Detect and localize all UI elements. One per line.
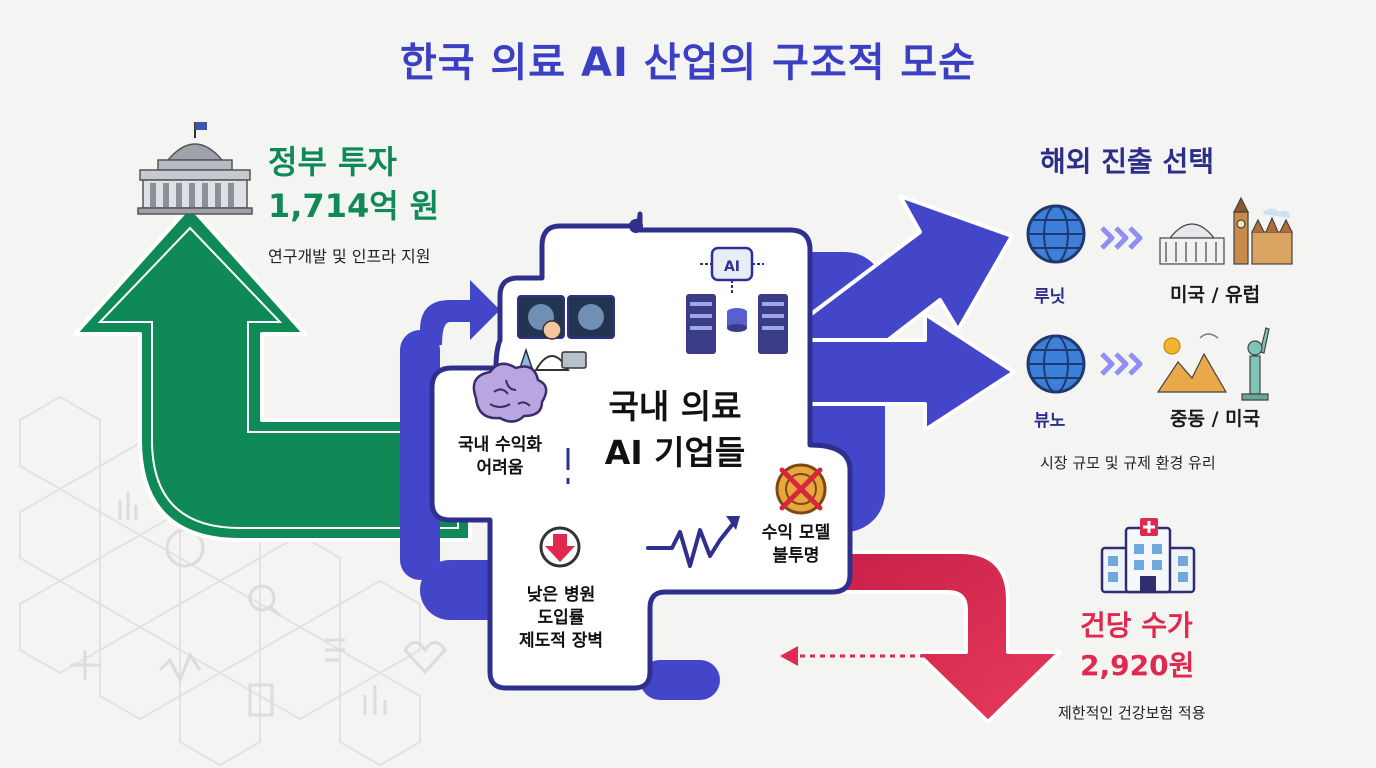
middle-east-us-landmarks-icon — [1156, 327, 1270, 401]
globe-icon — [1026, 334, 1086, 394]
vuno-markets: 중동 / 미국 — [1170, 408, 1261, 430]
overseas-note: 시장 규모 및 규제 환경 유리 — [1040, 454, 1216, 472]
government-amount: 1,714억 원 — [268, 187, 440, 225]
government-title: 정부 투자 — [268, 143, 397, 181]
reimbursement-arrow — [838, 550, 1062, 724]
pain-point-revenue-model: 수익 모델 불투명 — [744, 522, 848, 568]
brain-icon — [472, 362, 548, 423]
pain-point-line: 어려움 — [476, 458, 524, 478]
ai-server-icon: AI — [686, 246, 788, 354]
pain-point-line: 제도적 장벽 — [518, 631, 604, 651]
core-line-1: 국내 의료 — [608, 387, 742, 426]
pain-point-adoption: 낮은 병원 도입률 제도적 장벽 — [500, 584, 622, 653]
hospital-icon — [1100, 518, 1196, 594]
reimbursement-amount: 2,920원 — [1080, 649, 1195, 682]
core-label: 국내 의료 AI 기업들 — [560, 384, 790, 476]
pain-point-line: 수익 모델 — [761, 523, 831, 543]
pain-point-line: 국내 수익화 — [457, 435, 543, 455]
reimbursement-subtitle: 제한적인 건강보험 적용 — [1058, 704, 1206, 722]
down-arrow-icon — [539, 526, 581, 568]
reimbursement-title: 건당 수가 — [1080, 609, 1193, 642]
core-card-knob — [629, 219, 643, 233]
pulse-line-icon — [646, 518, 738, 568]
lunit-markets: 미국 / 유럽 — [1170, 284, 1261, 306]
us-europe-landmarks-icon — [1159, 196, 1293, 265]
government-subtitle: 연구개발 및 인프라 지원 — [268, 247, 431, 266]
core-line-2: AI 기업들 — [604, 433, 746, 472]
overseas-title: 해외 진출 선택 — [1040, 145, 1215, 178]
background-faint-icons — [70, 492, 447, 717]
svg-text:AI: AI — [724, 259, 740, 275]
company-lunit: 루닛 — [1034, 287, 1066, 307]
no-revenue-icon — [775, 463, 827, 515]
pain-point-line: 도입률 — [537, 608, 585, 628]
chevron-right-icon — [1100, 352, 1143, 376]
page-title: 한국 의료 AI 산업의 구조적 모순 — [399, 40, 977, 86]
pain-point-line: 불투명 — [772, 546, 820, 566]
government-building-icon — [137, 122, 253, 215]
overseas-arrow-lower — [798, 312, 1016, 432]
doctor-scan-icon — [517, 295, 615, 371]
company-vuno: 뷰노 — [1034, 411, 1066, 431]
government-investment-label: 정부 투자 1,714억 원 — [268, 140, 439, 228]
reimbursement-label: 건당 수가 2,920원 — [1080, 606, 1194, 686]
globe-icon — [1026, 204, 1086, 264]
chevron-right-icon — [1100, 226, 1143, 250]
pain-point-line: 낮은 병원 — [526, 585, 596, 605]
feedback-arrowhead — [780, 646, 798, 666]
pulse-arrowhead — [726, 516, 740, 530]
pain-point-monetization: 국내 수익화 어려움 — [444, 434, 556, 480]
